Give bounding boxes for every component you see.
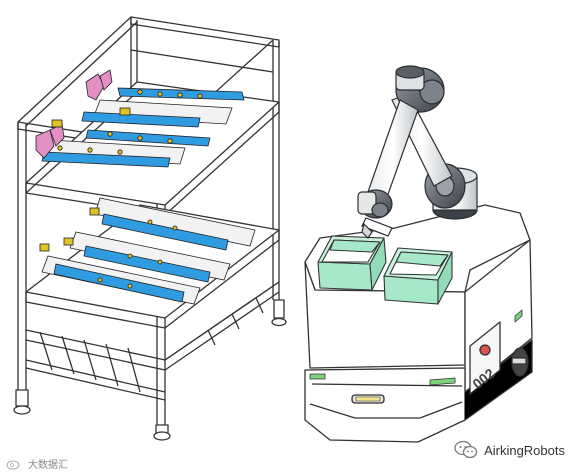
pink-grippers xyxy=(35,69,113,159)
robot-lower-skirt xyxy=(304,367,466,443)
lower-shelf-parts xyxy=(39,197,256,305)
upper-shelf-parts xyxy=(35,69,245,168)
brand-watermark: AirkingRobots xyxy=(454,440,565,460)
gripper xyxy=(361,217,393,237)
side-panel xyxy=(469,321,501,395)
mobile-robot: 002 xyxy=(304,204,533,443)
rack-feet xyxy=(13,299,287,441)
blue-part-7 xyxy=(53,263,185,303)
weibo-icon xyxy=(6,460,20,469)
blue-part-6 xyxy=(83,245,211,283)
blue-part-4 xyxy=(41,151,171,168)
storage-bin-right xyxy=(383,247,453,305)
blue-part-5 xyxy=(101,213,229,251)
corner-mark-text: 大数据汇 xyxy=(28,460,68,471)
status-light-front xyxy=(309,373,326,380)
wechat-icon xyxy=(454,440,478,459)
corner-watermark: 大数据汇 xyxy=(6,456,68,471)
rack-rear-top-rail xyxy=(130,16,280,48)
brand-name: AirkingRobots xyxy=(484,442,565,458)
blue-part-2 xyxy=(81,111,201,128)
arm-forearm xyxy=(367,99,419,201)
storage-bin-left xyxy=(317,235,387,291)
robot-arm xyxy=(357,65,478,239)
blue-part-3 xyxy=(85,129,211,147)
emergency-stop-button xyxy=(479,344,491,356)
